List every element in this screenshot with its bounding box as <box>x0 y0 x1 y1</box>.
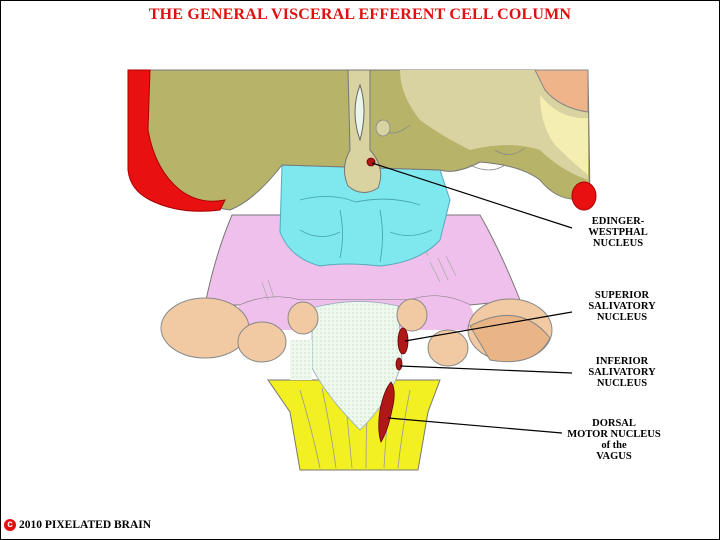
pons-fibers <box>261 239 457 301</box>
copyright-text: 2010 PIXELATED BRAIN <box>19 519 152 531</box>
medulla-region <box>267 379 441 471</box>
inferior-salivatory-nucleus <box>395 357 403 371</box>
medulla-folds <box>299 387 411 469</box>
dorsal-motor-nucleus-vagus <box>378 381 395 443</box>
label-edinger-westphal: EDINGER- WESTPHAL NUCLEUS <box>588 216 648 249</box>
leader-line-superior <box>404 311 573 342</box>
leader-line-dorsal <box>387 417 563 434</box>
left-peduncle <box>160 297 250 359</box>
cyan-region <box>279 164 451 267</box>
leader-line-edinger <box>371 162 573 229</box>
copyright-notice: c 2010 PIXELATED BRAIN <box>4 519 151 531</box>
label-dorsal-motor-vagus: DORSAL MOTOR NUCLEUS of the VAGUS <box>567 418 661 462</box>
label-superior-salivatory: SUPERIOR SALIVATORY NUCLEUS <box>588 290 656 323</box>
label-inferior-salivatory: INFERIOR SALIVATORY NUCLEUS <box>588 356 656 389</box>
aqueduct <box>354 83 365 142</box>
edinger-westphal-nucleus <box>366 157 376 167</box>
red-vessel-left <box>127 69 226 212</box>
slide-title: THE GENERAL VISCERAL EFFERENT CELL COLUM… <box>148 6 572 23</box>
red-vessel-right <box>571 181 597 211</box>
leader-line-inferior <box>399 365 573 374</box>
copyright-icon: c <box>4 519 16 531</box>
